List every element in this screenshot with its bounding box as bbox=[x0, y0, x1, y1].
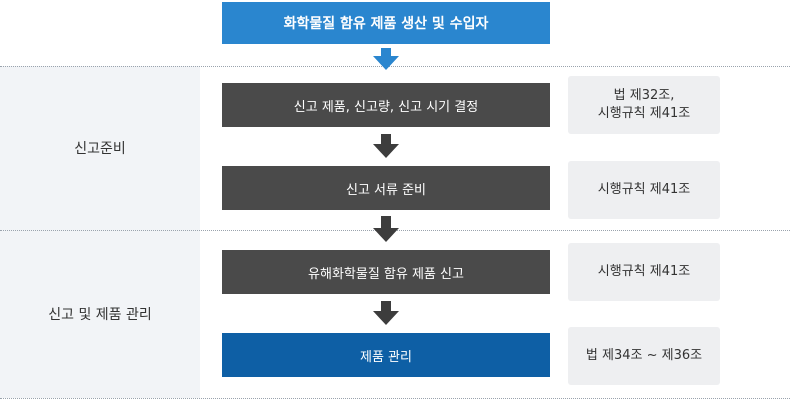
legal-reference-box: 시행규칙 제41조 bbox=[568, 161, 720, 219]
step-report-box: 유해화학물질 함유 제품 신고 bbox=[222, 250, 550, 294]
legal-reference-line: 법 제34조 ~ 제36조 bbox=[585, 348, 703, 364]
step-documents-box: 신고 서류 준비 bbox=[222, 166, 550, 210]
section-prep-background bbox=[0, 66, 200, 230]
step-decide-box: 신고 제품, 신고량, 신고 시기 결정 bbox=[222, 83, 550, 127]
divider-top bbox=[0, 66, 790, 67]
producer-importer-box: 화학물질 함유 제품 생산 및 수입자 bbox=[222, 2, 550, 44]
section-label-prep: 신고준비 bbox=[74, 141, 126, 157]
arrow-down-icon bbox=[373, 216, 399, 242]
legal-reference-line: 법 제32조, bbox=[613, 88, 675, 104]
legal-reference-line: 시행규칙 제41조 bbox=[597, 106, 691, 121]
legal-reference-line: 시행규칙 제41조 bbox=[597, 264, 691, 280]
arrow-down-icon bbox=[373, 48, 399, 70]
legal-reference-box: 법 제32조, 시행규칙 제41조 bbox=[568, 76, 720, 134]
step-manage-box: 제품 관리 bbox=[222, 333, 550, 377]
arrow-down-icon bbox=[373, 301, 399, 325]
arrow-down-icon bbox=[373, 134, 399, 158]
section-report-background bbox=[0, 230, 200, 398]
section-label-report: 신고 및 제품 관리 bbox=[48, 307, 152, 323]
divider-bottom bbox=[0, 398, 790, 399]
legal-reference-box: 법 제34조 ~ 제36조 bbox=[568, 327, 720, 385]
legal-reference-box: 시행규칙 제41조 bbox=[568, 243, 720, 301]
legal-reference-line: 시행규칙 제41조 bbox=[597, 182, 691, 198]
